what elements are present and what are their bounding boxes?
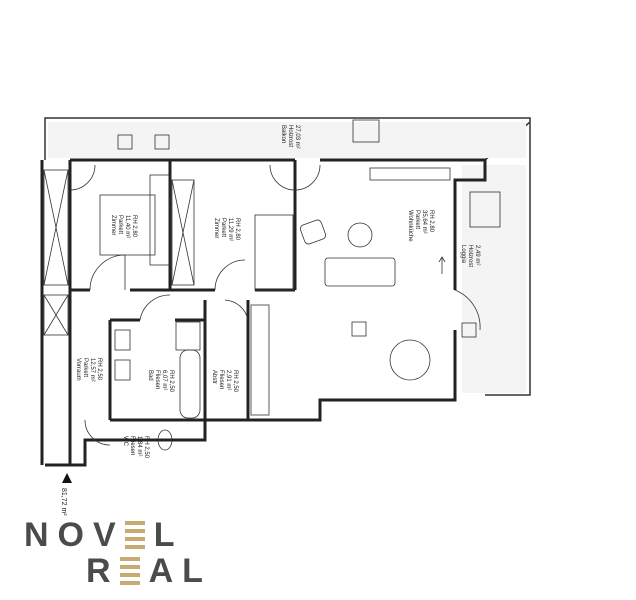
room-label-zimmer1: Zimmer Parkett 11,40 m² RH 2,80 — [110, 215, 137, 238]
room-floor: Fliesen — [129, 436, 135, 455]
room-floor: Fliesen — [218, 370, 224, 389]
room-label-bad: Bad Fliesen 6,07 m² RH 2,50 — [147, 370, 174, 393]
room-floor: Parkett — [117, 215, 123, 234]
room-floor: Fliesen — [154, 370, 160, 389]
room-floor: Parkett — [414, 210, 420, 229]
room-name: Wohnküche — [407, 210, 413, 242]
room-height: RH 2,50 — [232, 370, 238, 393]
room-height: RH 2,50 — [168, 370, 174, 393]
room-name: Balkon — [280, 125, 286, 143]
arrow-icon — [438, 256, 446, 274]
total-area: 81,72 m² — [60, 488, 67, 516]
room-height: RH 2,50 — [143, 436, 149, 459]
room-label-wohnkueche: Wohnküche Parkett 35,64 m² RH 2,80 — [407, 210, 434, 242]
room-area: 12,57 m² — [89, 358, 95, 382]
room-floor: Parkett — [220, 218, 226, 237]
logo-e-bars — [124, 521, 145, 549]
room-floor: Holzrost — [467, 245, 473, 267]
room-floor: Holzrost — [287, 125, 293, 147]
room-name: Loggia — [460, 245, 466, 264]
walls — [40, 158, 487, 467]
balcony-area — [48, 122, 526, 158]
logo-e-bars — [119, 557, 140, 585]
entrance-arrow-icon — [62, 473, 72, 483]
room-area: 11,29 m² — [227, 218, 233, 241]
room-floor: Parkett — [82, 358, 88, 377]
room-area: 1,84 m² — [136, 436, 142, 456]
room-name: Bad — [147, 370, 153, 381]
room-area: 11,40 m² — [124, 215, 130, 238]
room-name: Zimmer — [213, 218, 219, 238]
room-area: 2,49 m² — [474, 245, 480, 265]
room-label-wc: WC Fliesen 1,84 m² RH 2,50 — [122, 436, 149, 459]
room-label-vorraum: Vorraum Parkett 12,57 m² RH 2,50 — [75, 358, 102, 382]
room-height: RH 2,50 — [96, 358, 102, 381]
room-area: 2,91 m² — [225, 370, 231, 390]
room-area: 27,03 m² — [294, 125, 300, 149]
room-height: RH 2,80 — [131, 215, 137, 238]
room-name: Zimmer — [110, 215, 116, 235]
room-label-abstr: Abstr Fliesen 2,91 m² RH 2,50 — [211, 370, 238, 393]
doors — [69, 164, 481, 446]
room-label-balkon: Balkon Holzrost 27,03 m² — [280, 125, 300, 149]
room-height: RH 2,80 — [428, 210, 434, 233]
room-name: WC — [122, 436, 128, 447]
loggia-area — [462, 165, 526, 393]
room-name: Abstr — [211, 370, 217, 384]
room-area: 35,64 m² — [421, 210, 427, 234]
furniture — [99, 119, 501, 451]
room-name: Vorraum — [75, 358, 81, 381]
wardrobes — [43, 169, 195, 336]
room-height: RH 2,80 — [234, 218, 240, 241]
room-area: 6,07 m² — [161, 370, 167, 390]
room-label-zimmer2: Zimmer Parkett 11,29 m² RH 2,80 — [213, 218, 240, 241]
room-label-loggia: Loggia Holzrost 2,49 m² — [460, 245, 480, 267]
